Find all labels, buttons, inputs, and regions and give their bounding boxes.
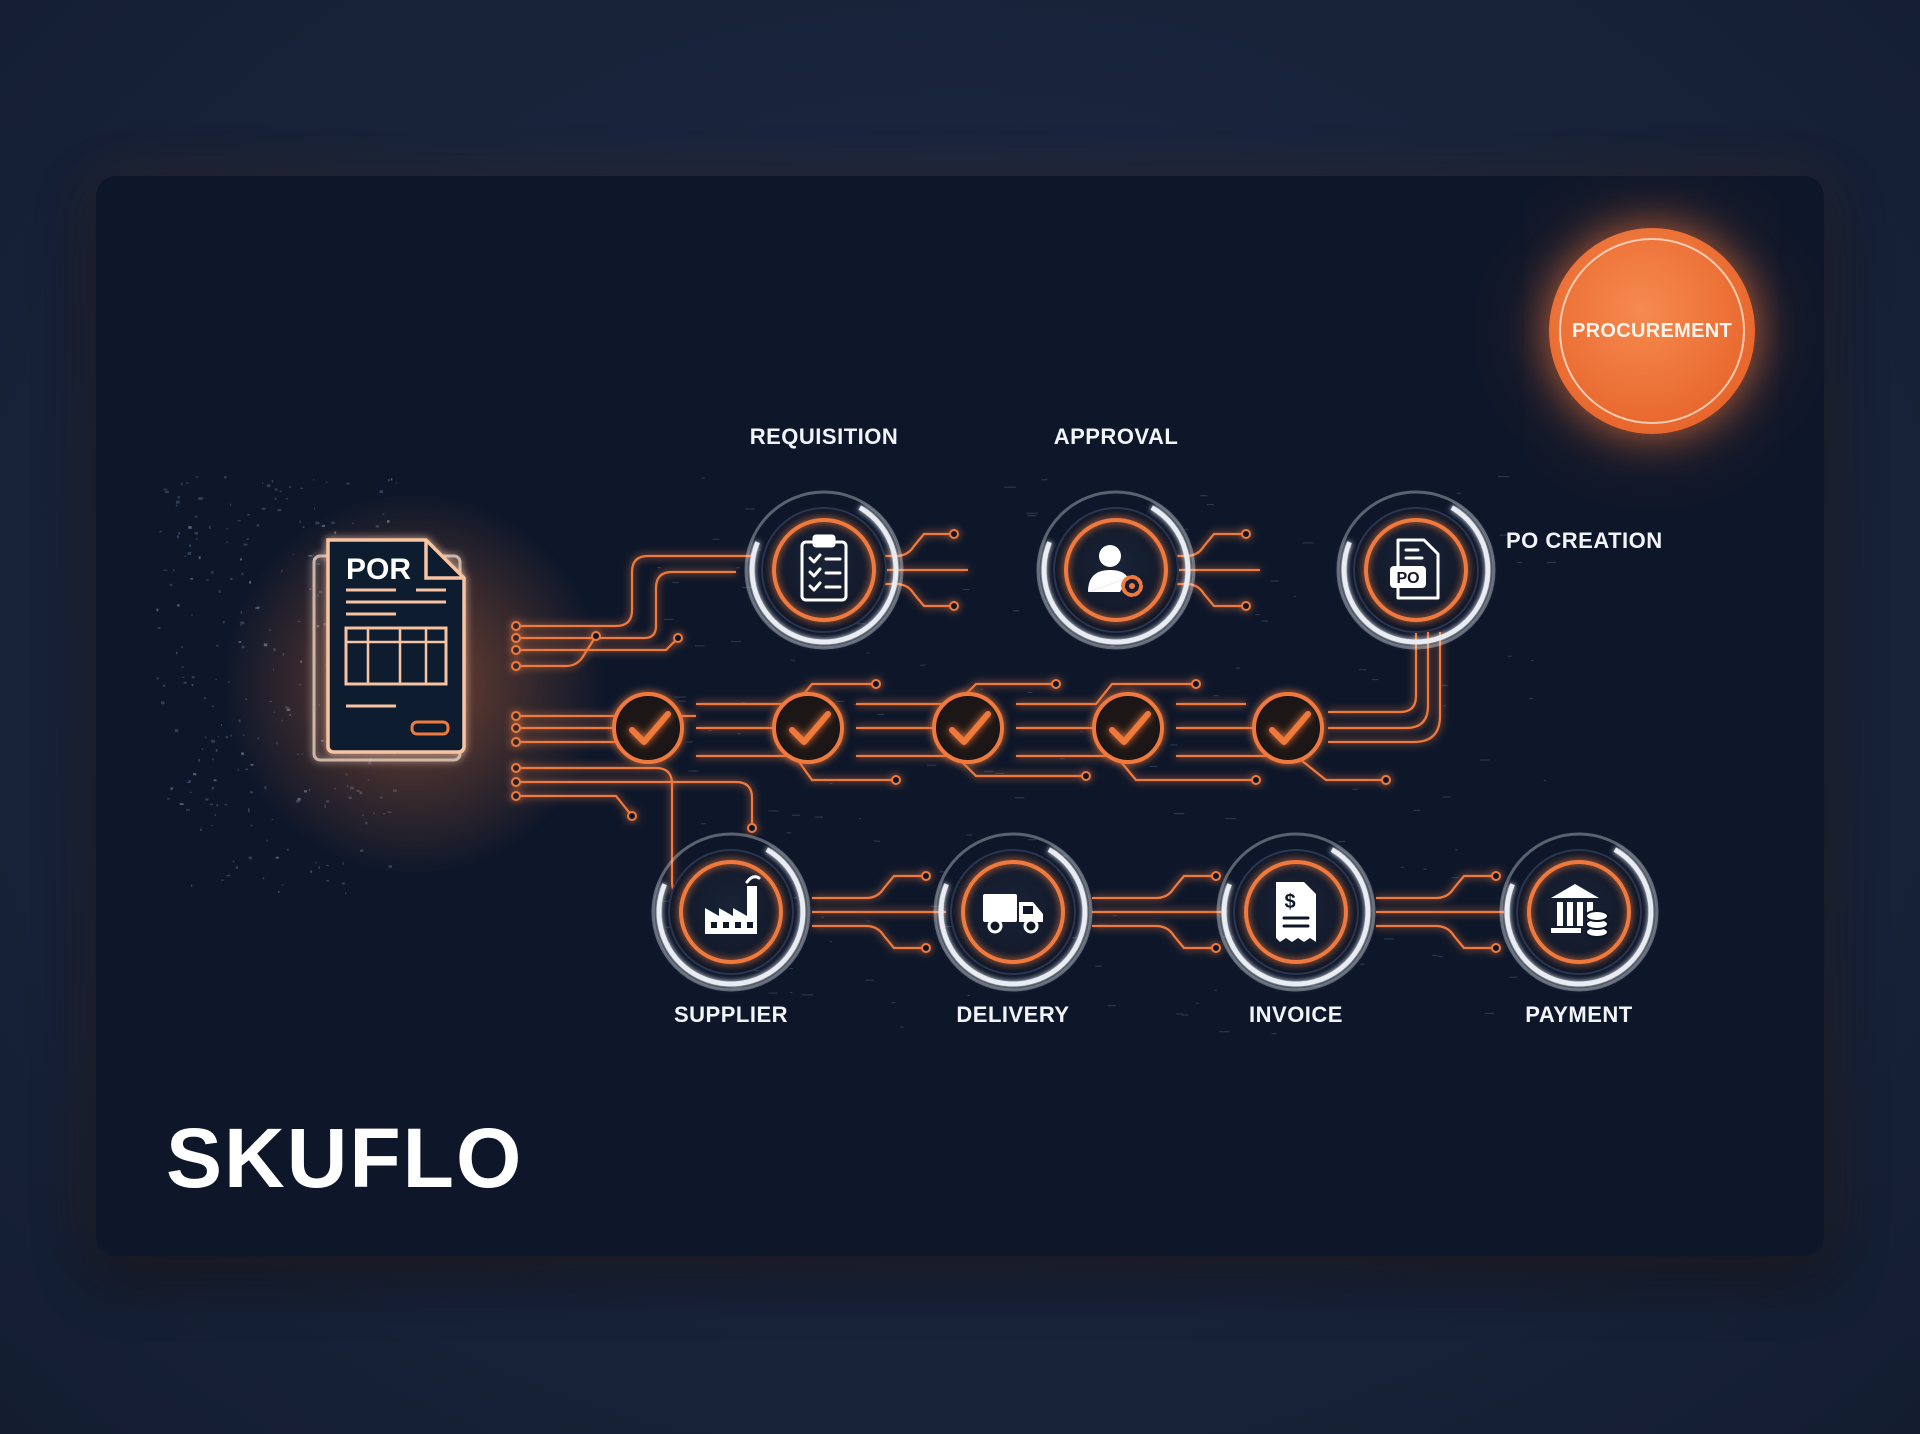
checkpoint-3 [932, 692, 1004, 764]
procurement-badge-label: PROCUREMENT [1572, 319, 1732, 342]
bank-coins-icon [1551, 884, 1609, 938]
checkpoint-5 [1252, 692, 1324, 764]
step-label-po-creation: PO CREATION [1506, 528, 1663, 553]
brand-logo-text: SKUFLO [166, 1111, 524, 1205]
por-document-icon[interactable] [312, 538, 466, 762]
step-node-po-creation[interactable]: PO [1318, 472, 1515, 669]
step-node-invoice[interactable]: $ [1198, 814, 1395, 1011]
checkpoint-4 [1092, 692, 1164, 764]
invoice-dollar-icon: $ [1276, 882, 1316, 942]
checkmark-icon [1269, 711, 1311, 745]
step-label-payment: PAYMENT [1525, 1002, 1633, 1027]
checkmark-icon [949, 711, 991, 745]
truck-icon [983, 894, 1043, 934]
por-label: POR [346, 553, 411, 586]
step-label-invoice: INVOICE [1249, 1002, 1343, 1027]
step-node-delivery[interactable] [915, 814, 1112, 1011]
step-label-requisition: REQUISITION [749, 424, 899, 449]
step-node-payment[interactable] [1481, 814, 1678, 1011]
step-label-supplier: SUPPLIER [673, 1002, 789, 1027]
checkpoint-2 [772, 692, 844, 764]
factory-icon [705, 875, 761, 934]
checkpoint-1 [612, 692, 684, 764]
workflow-diagram: POR PO $ [156, 472, 1678, 1035]
clipboard-checklist-icon [800, 534, 848, 602]
step-label-approval: APPROVAL [1053, 424, 1179, 449]
step-node-requisition[interactable] [726, 472, 923, 669]
po-icon-text: PO [1396, 570, 1419, 587]
checkmark-icon [1109, 711, 1151, 745]
diagram-card: POR PO $ REQUISITION APPROVAL PO CREATION… [96, 176, 1824, 1256]
procurement-badge[interactable]: PROCUREMENT [1549, 228, 1755, 434]
step-label-delivery: DELIVERY [956, 1002, 1070, 1027]
user-gear-icon [1088, 545, 1143, 597]
checkmark-icon [629, 711, 671, 745]
invoice-icon-text: $ [1284, 891, 1295, 913]
po-document-icon: PO [1390, 538, 1440, 600]
step-node-approval[interactable] [1018, 472, 1215, 669]
step-node-supplier[interactable] [633, 814, 830, 1011]
checkmark-icon [789, 711, 831, 745]
badge-ring [1559, 238, 1745, 424]
